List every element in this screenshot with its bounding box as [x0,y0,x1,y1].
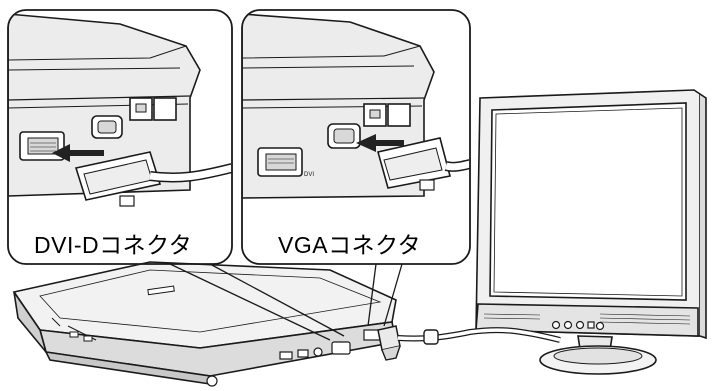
insert-arrow-right [356,134,404,152]
callout-vga [241,9,471,265]
laptop-side-ports [279,329,381,360]
dvi-connector-label: DVI-Dコネクタ [34,232,193,258]
dvi-marking: DVI [304,172,314,178]
vga-plug [377,137,470,191]
dvi-port-right [257,147,303,177]
monitor [475,89,707,375]
dvi-plug [74,151,232,207]
laptop-logo [147,285,175,296]
insert-arrow [52,144,104,162]
vga-connector-label: VGAコネクタ [278,232,422,258]
vga-port [91,115,123,139]
callout-pointers [169,263,403,341]
vga-port-right [327,123,361,149]
callout-dvi [7,9,233,265]
dvi-port [19,131,65,161]
monitor-buttons [551,320,605,331]
lan-ports [129,97,177,121]
vga-cable [377,325,561,361]
